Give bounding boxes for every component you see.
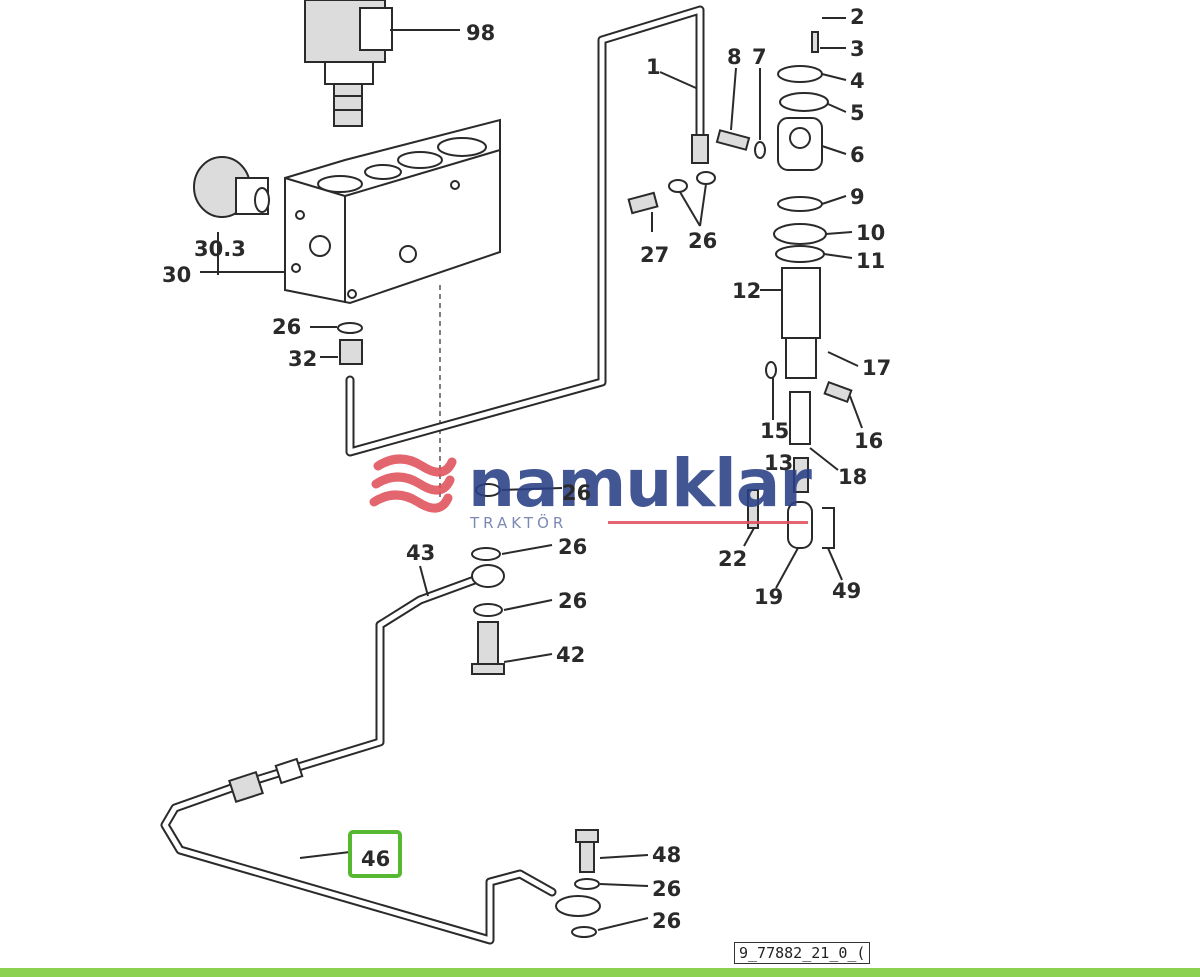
label-48: 48 — [652, 843, 681, 867]
label-16: 16 — [854, 429, 883, 453]
label-43: 43 — [406, 541, 435, 565]
label-27: 27 — [640, 243, 669, 267]
label-18: 18 — [838, 465, 867, 489]
label-32: 32 — [288, 347, 317, 371]
filter-cartridge — [193, 156, 270, 218]
label-7: 7 — [752, 45, 767, 69]
label-42: 42 — [556, 643, 585, 667]
watermark-brand: namuklar — [468, 445, 812, 522]
label-2: 2 — [850, 5, 865, 29]
label-15: 15 — [760, 419, 789, 443]
label-26b: 26 — [272, 315, 301, 339]
label-26f: 26 — [652, 877, 681, 901]
label-17: 17 — [862, 356, 891, 380]
label-49: 49 — [832, 579, 861, 603]
label-11: 11 — [856, 249, 885, 273]
watermark: namuklar TRAKTÖR — [369, 445, 813, 532]
label-8: 8 — [727, 45, 742, 69]
label-303: 30.3 — [194, 237, 246, 261]
label-10: 10 — [856, 221, 885, 245]
label-98: 98 — [466, 21, 495, 45]
label-1: 1 — [646, 55, 661, 79]
label-4: 4 — [850, 69, 865, 93]
label-26c: 26 — [562, 481, 591, 505]
watermark-sub: TRAKTÖR — [469, 513, 567, 532]
cylinder-stack — [747, 31, 853, 549]
label-46: 46 — [361, 847, 390, 871]
bottom-accent-bar — [0, 968, 1200, 977]
label-22: 22 — [718, 547, 747, 571]
label-19: 19 — [754, 585, 783, 609]
reference-code: 9_77882_21_0_( — [734, 942, 871, 964]
valve-block — [284, 118, 501, 305]
label-13: 13 — [764, 451, 793, 475]
label-26a: 26 — [688, 229, 717, 253]
label-26e: 26 — [558, 589, 587, 613]
solenoid-valve — [304, 0, 393, 127]
label-9: 9 — [850, 185, 865, 209]
label-12: 12 — [732, 279, 761, 303]
label-30: 30 — [162, 263, 191, 287]
highlight-box — [348, 830, 402, 878]
label-6: 6 — [850, 143, 865, 167]
label-5: 5 — [850, 101, 865, 125]
label-3: 3 — [850, 37, 865, 61]
label-26d: 26 — [558, 535, 587, 559]
label-26g: 26 — [652, 909, 681, 933]
